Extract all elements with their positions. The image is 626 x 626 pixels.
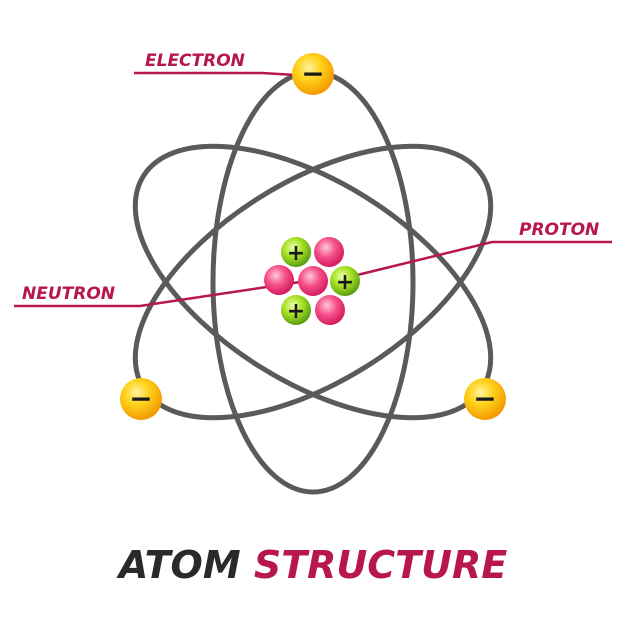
electron: − <box>292 53 334 95</box>
neutron <box>315 295 345 325</box>
minus-sign-icon: − <box>301 57 324 90</box>
proton: + <box>281 237 311 267</box>
proton: + <box>281 295 311 325</box>
electron-leader-line <box>134 71 297 77</box>
title-part-structure: STRUCTURE <box>254 543 507 587</box>
neutron <box>298 266 328 296</box>
minus-sign-icon: − <box>129 382 152 415</box>
plus-sign-icon: + <box>287 241 305 266</box>
minus-sign-icon: − <box>473 382 496 415</box>
neutron <box>264 265 294 295</box>
proton-leader-line <box>344 240 612 280</box>
leader-lines <box>14 71 612 308</box>
plus-sign-icon: + <box>287 299 305 324</box>
proton: + <box>330 266 360 296</box>
title-part-atom: ATOM <box>116 543 241 587</box>
neutron-leader-line <box>14 280 301 308</box>
electron: − <box>120 378 162 420</box>
neutron <box>314 237 344 267</box>
electron: − <box>464 378 506 420</box>
electron-label: ELECTRON <box>145 51 245 71</box>
plus-sign-icon: + <box>336 270 354 295</box>
proton-label: PROTON <box>519 220 599 240</box>
diagram-title: ATOM STRUCTURE <box>116 543 507 587</box>
neutron-label: NEUTRON <box>22 284 115 304</box>
nucleus: + + + <box>264 237 360 325</box>
